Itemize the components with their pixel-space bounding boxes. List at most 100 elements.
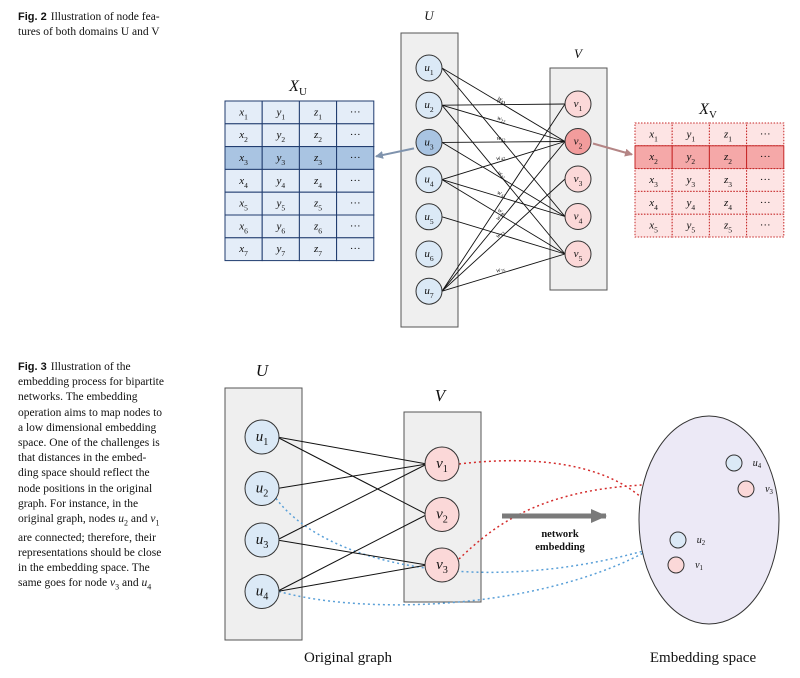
- fig3-embedded-v1: [667, 556, 685, 574]
- fig2-xv-cell-text: x3: [648, 174, 658, 189]
- fig2-xu-cell-text: y1: [275, 106, 285, 121]
- fig2-edge-u3-v4: [441, 142, 566, 217]
- fig2-edge-weight-label: w22: [496, 115, 507, 125]
- fig2-xv-cell-text: z3: [723, 174, 732, 189]
- fig2-node-u7: [415, 277, 443, 305]
- fig3-embedded-u2: [669, 531, 687, 549]
- fig3-node-v2-label: v2: [436, 507, 448, 526]
- fig2-xu-cell-text: x3: [238, 152, 248, 167]
- fig3-caption-line-15: same goes for node v3 and u4: [18, 577, 152, 592]
- fig2-xv-cell-text: x4: [648, 197, 658, 212]
- fig2-xu-cell-dots: ···: [350, 198, 361, 210]
- fig3-edge-u4-v2: [276, 514, 428, 592]
- fig2-arrow-to-xu: [375, 147, 415, 159]
- fig2-edge-weight-label: w31: [496, 169, 507, 180]
- fig2-xv-cell-text: z1: [723, 128, 732, 143]
- fig2-xv-cell-text: z5: [723, 220, 732, 235]
- fig2-xu-cell-text: z5: [313, 198, 322, 213]
- fig3-node-u1-label: u1: [256, 429, 269, 448]
- fig2-edge-u7-v1: [441, 103, 566, 292]
- fig3-caption-line-1: Illustration of the: [50, 361, 131, 373]
- fig3-arrow-label-line-1: network: [541, 529, 578, 540]
- fig3-caption-line-6: space. One of the challenges is: [18, 437, 160, 450]
- fig2-domain-u-label: U: [424, 8, 435, 23]
- fig2-xv-cell-dots: ···: [760, 220, 771, 232]
- fig2-xu-cell-text: x2: [238, 129, 248, 144]
- fig2-node-u4: [415, 166, 443, 194]
- fig2-xu-cell-text: x6: [238, 220, 248, 235]
- fig2-xv-cell-text: y5: [685, 220, 695, 235]
- fig3-caption-line-12: are connected; therefore, their: [18, 531, 156, 544]
- fig2-node-v1: [564, 90, 592, 118]
- fig2-xu-cell-text: z7: [313, 243, 322, 258]
- fig2-edge-u2-v1: [441, 103, 566, 106]
- fig2-node-v5-label: v5: [574, 248, 583, 263]
- fig2-domain-v-label: V: [574, 46, 584, 61]
- fig3-embedded-v3-label: v3: [765, 484, 773, 497]
- fig2-xu-cell-text: x1: [238, 106, 248, 121]
- fig3-embedding-space-label: Embedding space: [650, 650, 757, 666]
- fig3-caption-line-5: a low dimensional embedding: [18, 421, 157, 434]
- fig2-xv-cell-text: y3: [685, 174, 695, 189]
- fig3-node-v1: [424, 446, 460, 482]
- fig2-xv-cell-text: y1: [685, 128, 695, 143]
- fig2-node-u1: [415, 54, 443, 82]
- fig2-xv-cell-dots: ···: [760, 174, 771, 186]
- fig2-node-v3-label: v3: [574, 173, 583, 188]
- fig3-node-u4: [244, 574, 280, 609]
- fig2-edge-weight-label: w12: [496, 95, 507, 106]
- fig2-edge-weight-label: w45: [496, 207, 508, 218]
- fig2-xu-cell-text: y7: [275, 243, 285, 258]
- fig2-xu-cell-dots: ···: [350, 243, 361, 255]
- fig2-xv-cell-dots: ···: [760, 197, 771, 209]
- fig2-node-u5-label: u5: [424, 211, 434, 226]
- fig2-edge-weight-label: w73: [494, 228, 506, 240]
- fig2-caption-line-2: tures of both domains U and V: [18, 26, 160, 39]
- fig3-caption-line-8: ding space should reflect the: [18, 467, 150, 480]
- fig2-xv-cell-text: x5: [648, 220, 658, 235]
- fig3-embedded-u4-label: u4: [753, 458, 762, 471]
- fig2-xu-cell: [336, 237, 375, 262]
- fig3-embedded-u4: [725, 454, 743, 472]
- fig2-node-u4-label: u4: [424, 174, 434, 189]
- fig2-edge-weight-label: w32: [497, 135, 506, 143]
- fig3-domain-u-label: U: [256, 361, 270, 380]
- fig2-xv-cell: [746, 213, 785, 238]
- fig3-embedded-u2-label: u2: [697, 535, 706, 548]
- fig3-edge-u3-v1: [276, 463, 428, 541]
- fig2-xu-cell-dots: ···: [350, 106, 361, 118]
- fig2-xu-cell-text: z1: [313, 106, 322, 121]
- fig2-xv-cell-text: y4: [685, 197, 695, 212]
- fig3-node-v3: [424, 547, 460, 583]
- fig3-node-v1-label: v1: [436, 456, 448, 475]
- fig3-node-u2: [244, 471, 280, 506]
- fig2-edge-weight-label: w21: [497, 98, 506, 106]
- fig3-embedding-space: [638, 415, 780, 625]
- fig2-edge-u7-v2: [441, 141, 566, 292]
- fig3-caption-line-7: that distances in the embed-: [18, 452, 147, 465]
- fig2-xu-cell-dots: ···: [350, 152, 361, 164]
- fig3-caption-line-14: in the embedding space. The: [18, 561, 150, 574]
- fig3-arrow-label-line-2: embedding: [535, 542, 585, 553]
- fig2-xu-cell-text: x7: [238, 243, 248, 258]
- fig3-embedded-v1-label: v1: [695, 560, 703, 573]
- fig2-node-u7-label: u7: [424, 285, 434, 300]
- fig2-caption-line-1: Illustration of node fea-: [50, 11, 160, 23]
- fig3-node-u1: [244, 419, 280, 455]
- fig3-caption-label: Fig. 3: [18, 361, 47, 373]
- fig2-node-v4: [564, 203, 592, 230]
- fig2-edge-u3-v2: [441, 141, 566, 143]
- fig3-node-u3: [244, 522, 280, 558]
- fig3-node-u4-label: u4: [256, 584, 269, 603]
- fig3-caption-line-10: graph. For instance, in the: [18, 497, 139, 510]
- fig2-xv-cell-text: z2: [723, 151, 732, 166]
- fig2-xu-cell-text: y5: [275, 198, 285, 213]
- fig2-node-v2-label: v2: [574, 136, 583, 151]
- fig2-xu-cell-text: y2: [275, 129, 285, 144]
- fig2-xu-cell-text: x5: [238, 198, 248, 213]
- fig2-node-u6-label: u6: [424, 248, 434, 263]
- fig2-edge-weight-label: w43: [496, 189, 507, 199]
- fig2-node-v3: [564, 165, 592, 193]
